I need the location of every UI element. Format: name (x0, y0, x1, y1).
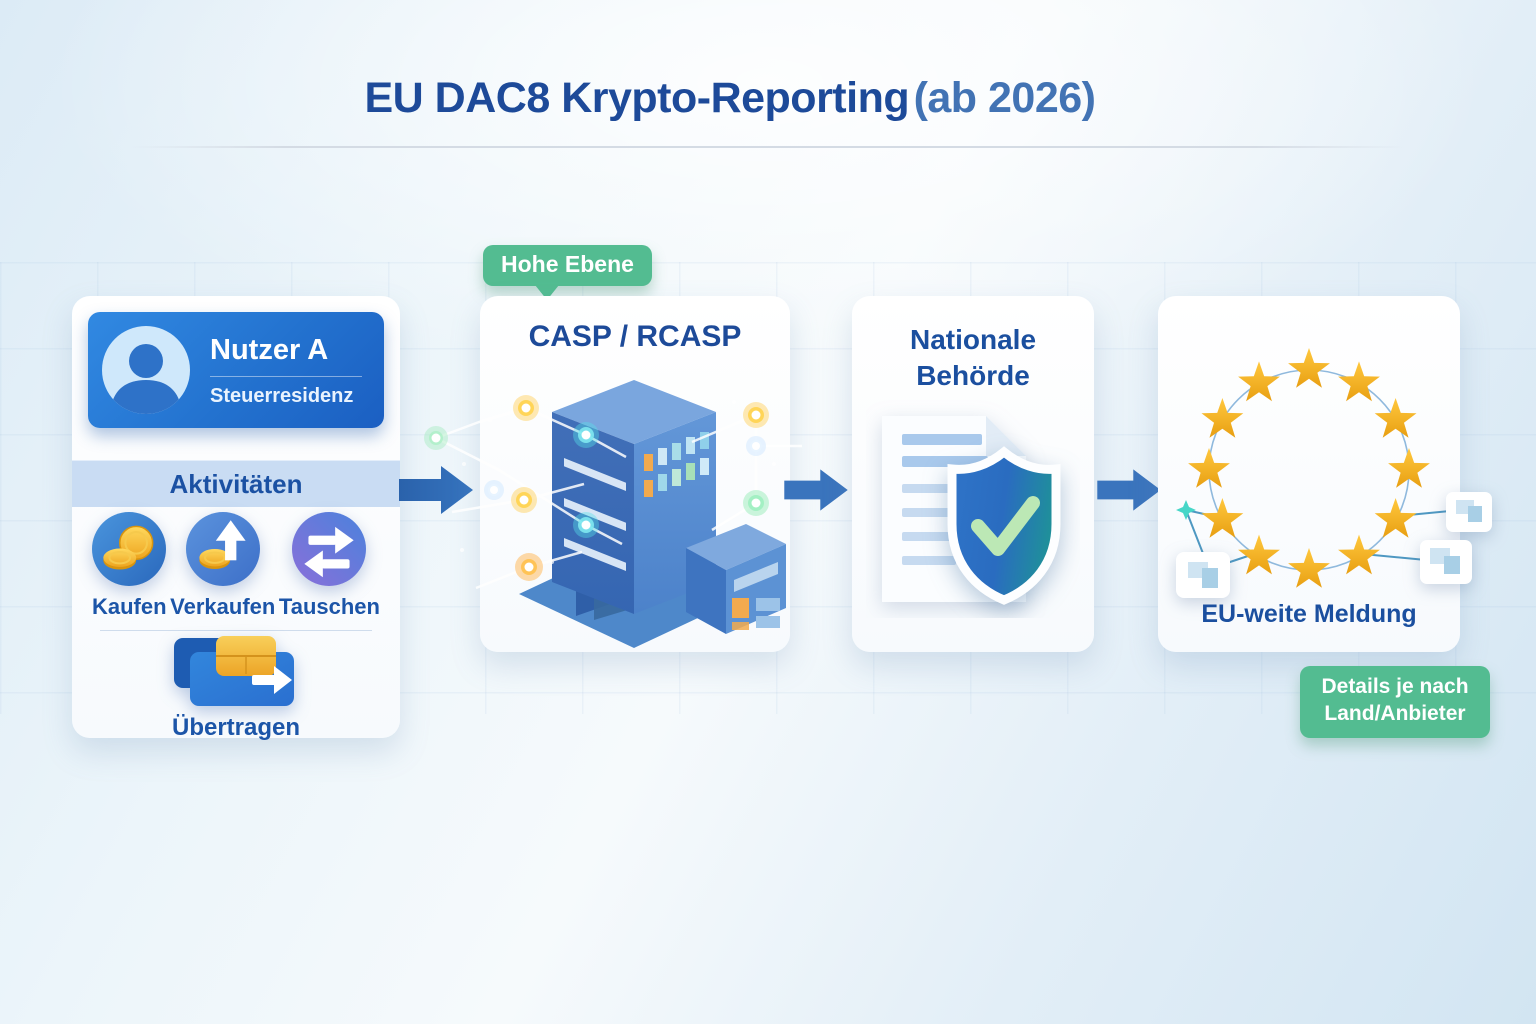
swap-arrows-icon (292, 512, 367, 586)
page-subtitle: (ab 2026) (913, 74, 1096, 122)
eu-stars (1188, 348, 1430, 588)
details-badge-label: Details je nach Land/Anbieter (1321, 675, 1469, 725)
document-shield-icon (882, 416, 1061, 605)
eu-panel: EU-weite Meldung (1158, 296, 1492, 652)
activity-tauschen: Tauschen (279, 512, 380, 620)
transfer-label: Übertragen (171, 714, 301, 741)
user-avatar-icon (102, 326, 190, 414)
casp-panel: CASP / RCASP (424, 296, 802, 652)
header-divider (130, 146, 1408, 148)
user-panel: Nutzer A Steuerresidenz Aktivitäten (72, 296, 400, 741)
tax-residence-label: Steuerresidenz (210, 385, 354, 407)
activity-label: Verkaufen (170, 594, 276, 619)
office-building-illustration (424, 380, 802, 648)
activity-label: Tauschen (278, 594, 380, 619)
coins-icon (92, 512, 167, 586)
flow-arrow-2 (784, 469, 848, 511)
wallet-transfer-icon (170, 636, 302, 710)
user-card: Nutzer A Steuerresidenz (88, 312, 384, 428)
user-card-divider (210, 376, 362, 377)
sparkle-icon (1176, 500, 1196, 520)
activities-row: Kaufen (72, 512, 400, 620)
user-name: Nutzer A (210, 334, 329, 366)
activities-divider (100, 630, 372, 631)
details-badge: Details je nach Land/Anbieter (1300, 666, 1490, 738)
member-state-nodes (1176, 492, 1492, 598)
hohe-ebene-badge: Hohe Ebene (483, 245, 652, 300)
eu-star-circle-icon (1176, 348, 1492, 598)
user-info: Nutzer A Steuerresidenz (210, 334, 370, 408)
authority-panel: Nationale Behörde (852, 296, 1094, 652)
page-title: EU DAC8 Krypto-Reporting (364, 74, 910, 122)
page-title-row: EU DAC8 Krypto-Reporting (ab 2026) (0, 74, 1460, 123)
flow-arrow-1 (399, 466, 473, 514)
activity-uebertragen: Übertragen (72, 636, 400, 742)
hohe-ebene-badge-label: Hohe Ebene (501, 251, 634, 277)
eu-report-label: EU-weite Meldung (1201, 600, 1417, 628)
activity-label: Kaufen (92, 594, 167, 619)
authority-title: Nationale Behörde (909, 324, 1037, 392)
coin-up-arrow-icon (185, 512, 260, 586)
activity-verkaufen: Verkaufen (170, 512, 275, 620)
flow-arrow-3 (1097, 469, 1161, 511)
network-nodes (424, 395, 769, 581)
activities-header: Aktivitäten (72, 460, 400, 507)
activity-kaufen: Kaufen (92, 512, 167, 620)
casp-title: CASP / RCASP (528, 320, 742, 353)
